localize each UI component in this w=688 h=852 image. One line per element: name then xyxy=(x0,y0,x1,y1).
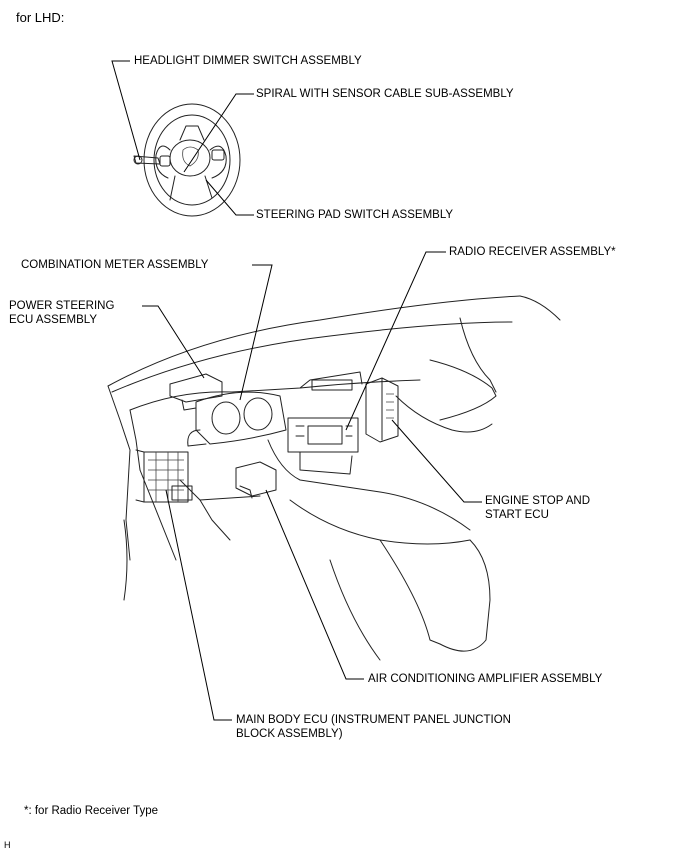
footnote: *: for Radio Receiver Type xyxy=(24,805,159,817)
label-air-conditioning-amplifier: AIR CONDITIONING AMPLIFIER ASSEMBLY xyxy=(368,673,603,685)
variant-heading: for LHD: xyxy=(16,10,65,25)
label-spiral-cable: SPIRAL WITH SENSOR CABLE SUB-ASSEMBLY xyxy=(256,88,514,100)
label-combination-meter: COMBINATION METER ASSEMBLY xyxy=(21,259,209,271)
label-steering-pad-switch: STEERING PAD SWITCH ASSEMBLY xyxy=(256,209,454,221)
label-power-steering-ecu: POWER STEERING ECU ASSEMBLY xyxy=(9,300,115,326)
label-headlight-dimmer-switch: HEADLIGHT DIMMER SWITCH ASSEMBLY xyxy=(134,55,362,67)
corner-mark: H xyxy=(4,840,11,850)
instrument-panel-drawing xyxy=(107,295,561,661)
leader-lines xyxy=(111,60,482,721)
label-engine-stop-start-ecu: ENGINE STOP AND START ECU xyxy=(485,495,591,521)
label-main-body-ecu: MAIN BODY ECU (INSTRUMENT PANEL JUNCTION… xyxy=(236,714,511,740)
label-radio-receiver: RADIO RECEIVER ASSEMBLY* xyxy=(449,246,616,258)
steering-wheel-drawing xyxy=(133,103,241,217)
